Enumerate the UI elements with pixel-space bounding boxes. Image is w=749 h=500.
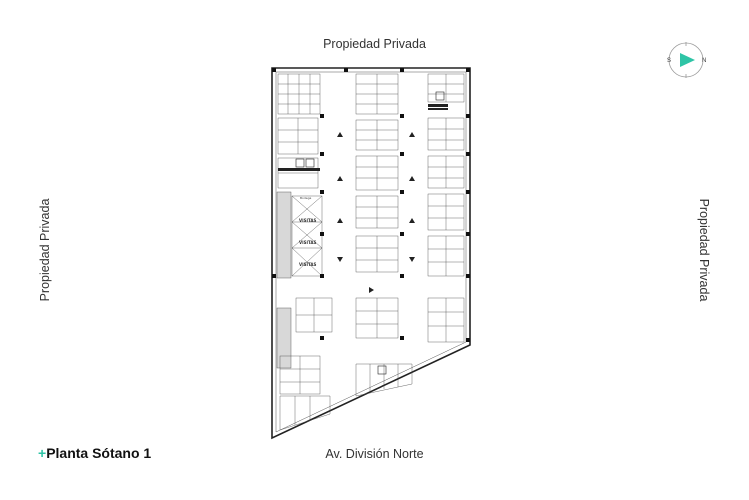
left-ramp [276,191,292,369]
plan-title: +Planta Sótano 1 [38,445,151,461]
bodega-label: Bodega [300,196,312,200]
street-label: Av. División Norte [325,447,424,461]
right-stall-blocks [427,73,465,343]
bottom-diagonal-stalls [279,363,413,431]
hatched-bands [278,104,448,171]
visitor-zone [291,195,323,277]
top-boundary-label: Propiedad Privada [323,37,426,51]
compass-north-label: N [702,58,706,64]
flow-arrows [337,132,415,293]
compass-arrow-icon [680,53,695,67]
title-plus-icon: + [38,445,47,461]
zone-label-visitas-2: VISITAS [299,240,316,245]
left-column-stalls [277,117,319,189]
plan-outline [271,67,471,440]
zone-label-visitas-1: VISITAS [299,218,316,223]
accessible-stall-icons [295,91,445,375]
compass-south-label: S [667,58,671,64]
plan-title-text: Planta Sótano 1 [46,445,152,461]
central-stall-blocks [355,73,399,339]
structural-columns [272,68,470,342]
lower-left-stalls [279,297,333,395]
zone-label-visitas-3: VISITAS [299,262,316,267]
compass-icon: S N [667,42,706,78]
top-left-stalls [277,73,321,115]
